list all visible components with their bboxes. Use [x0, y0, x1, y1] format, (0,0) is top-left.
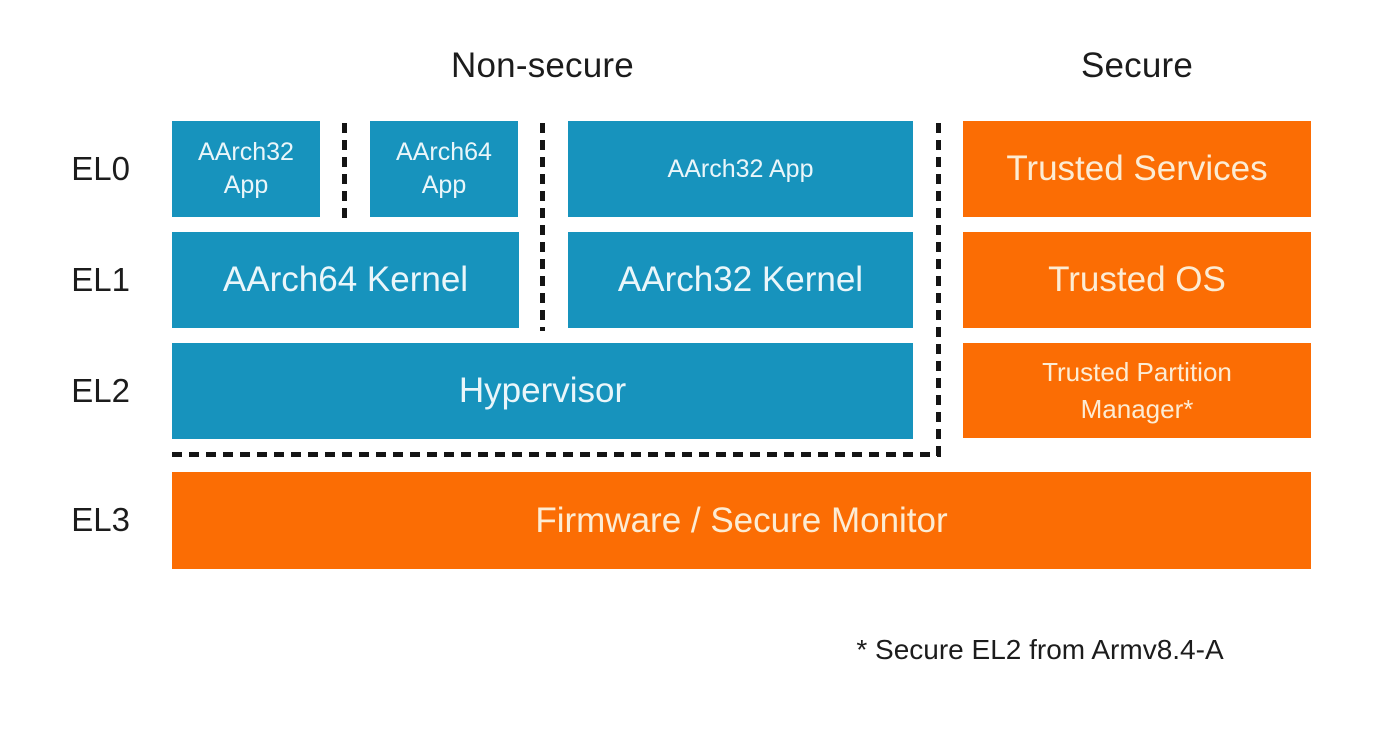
box-trusted-services: Trusted Services: [963, 121, 1311, 217]
el2-label: EL2: [71, 372, 130, 409]
secure-heading: Secure: [1080, 46, 1194, 85]
divider-el2-el3: [172, 452, 941, 457]
non-secure-heading: Non-secure: [451, 46, 634, 85]
el1-label: EL1: [71, 261, 130, 298]
el0-label: EL0: [71, 150, 130, 187]
box-aarch32-app: AArch32 App: [172, 121, 320, 217]
box-aarch32-app-wide: AArch32 App: [568, 121, 913, 217]
box-trusted-partition-manager: Trusted Partition Manager*: [963, 343, 1311, 438]
box-hypervisor: Hypervisor: [172, 343, 913, 439]
divider-kernel-columns: [540, 123, 545, 331]
el3-label: EL3: [71, 501, 130, 538]
box-trusted-os: Trusted OS: [963, 232, 1311, 328]
footnote: * Secure EL2 from Armv8.4-A: [856, 634, 1224, 665]
divider-el0-apps: [342, 123, 347, 218]
box-aarch32-kernel: AArch32 Kernel: [568, 232, 913, 328]
box-firmware-secure-monitor: Firmware / Secure Monitor: [172, 472, 1311, 569]
box-aarch64-kernel: AArch64 Kernel: [172, 232, 519, 328]
box-aarch64-app: AArch64 App: [370, 121, 518, 217]
divider-secure-non-secure: [936, 123, 941, 459]
